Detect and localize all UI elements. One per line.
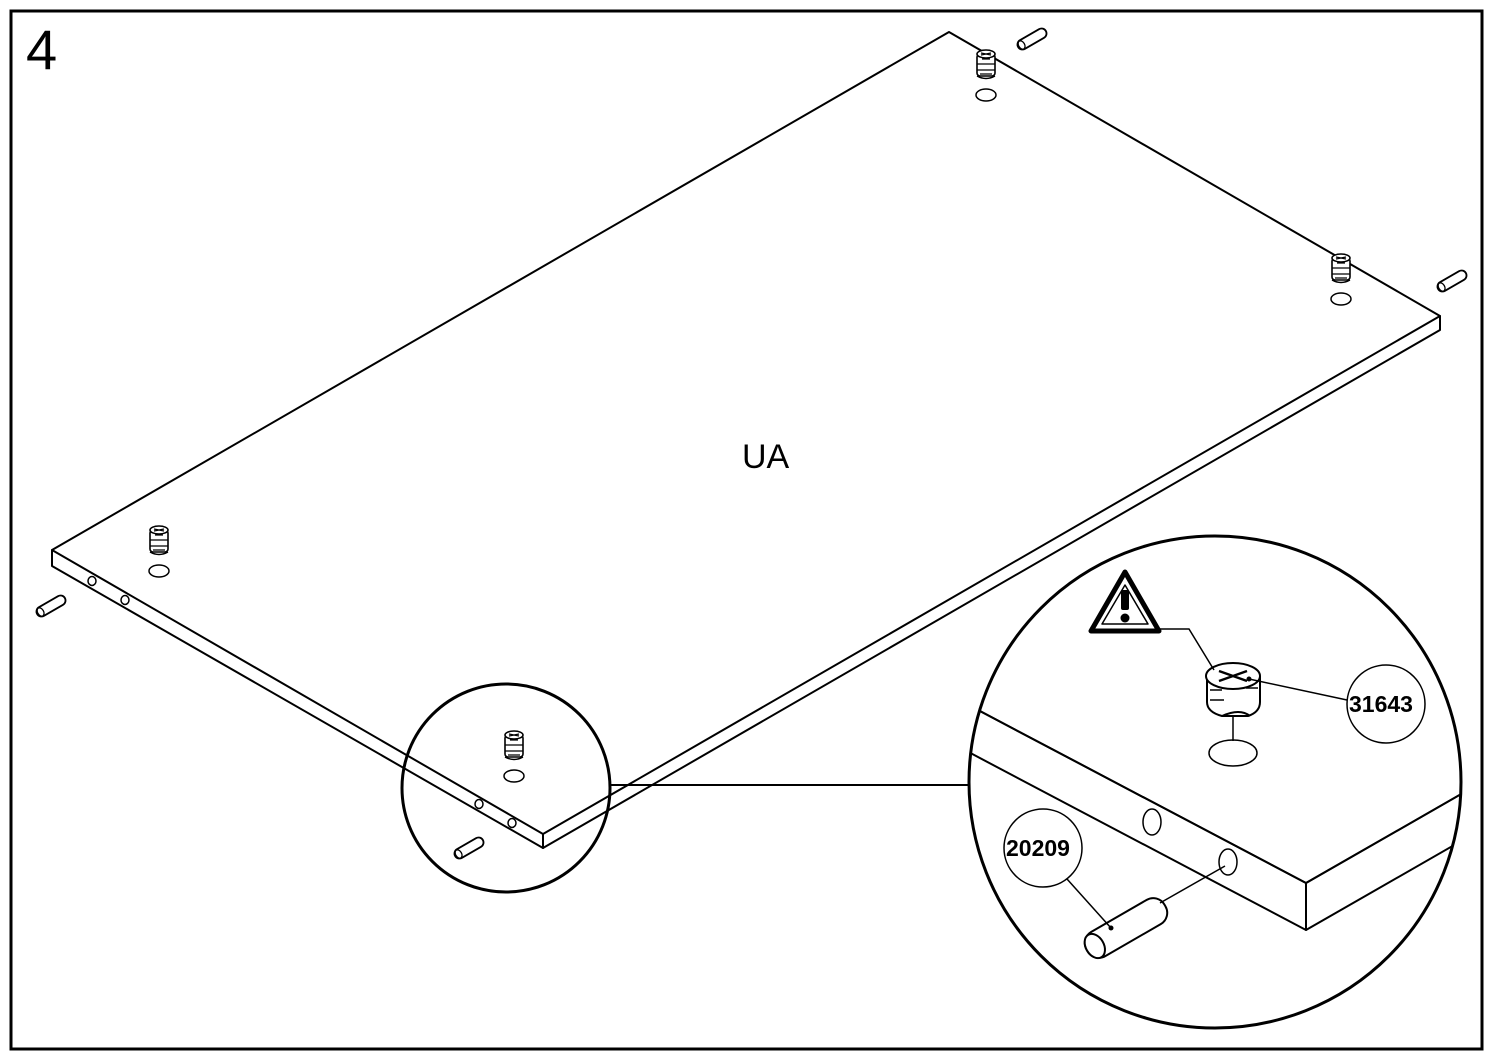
panel-label: UA bbox=[742, 438, 790, 476]
cam-lock-nut-icon bbox=[1205, 662, 1261, 767]
step-number: 4 bbox=[26, 18, 58, 81]
wooden-dowel-icon bbox=[1083, 897, 1169, 960]
detail-source-circle bbox=[400, 682, 612, 894]
callout-circle-31643 bbox=[1346, 664, 1426, 744]
part-code-31643: 31643 bbox=[1349, 691, 1413, 717]
panel-edge-holes bbox=[87, 575, 517, 829]
panel-ua bbox=[51, 31, 1441, 849]
callout-circle-20209 bbox=[1003, 808, 1083, 888]
cam-lock-positions bbox=[148, 49, 1352, 783]
warning-triangle-icon bbox=[1088, 569, 1162, 634]
part-code-20209: 20209 bbox=[1006, 835, 1070, 861]
detail-view bbox=[967, 534, 1463, 1030]
